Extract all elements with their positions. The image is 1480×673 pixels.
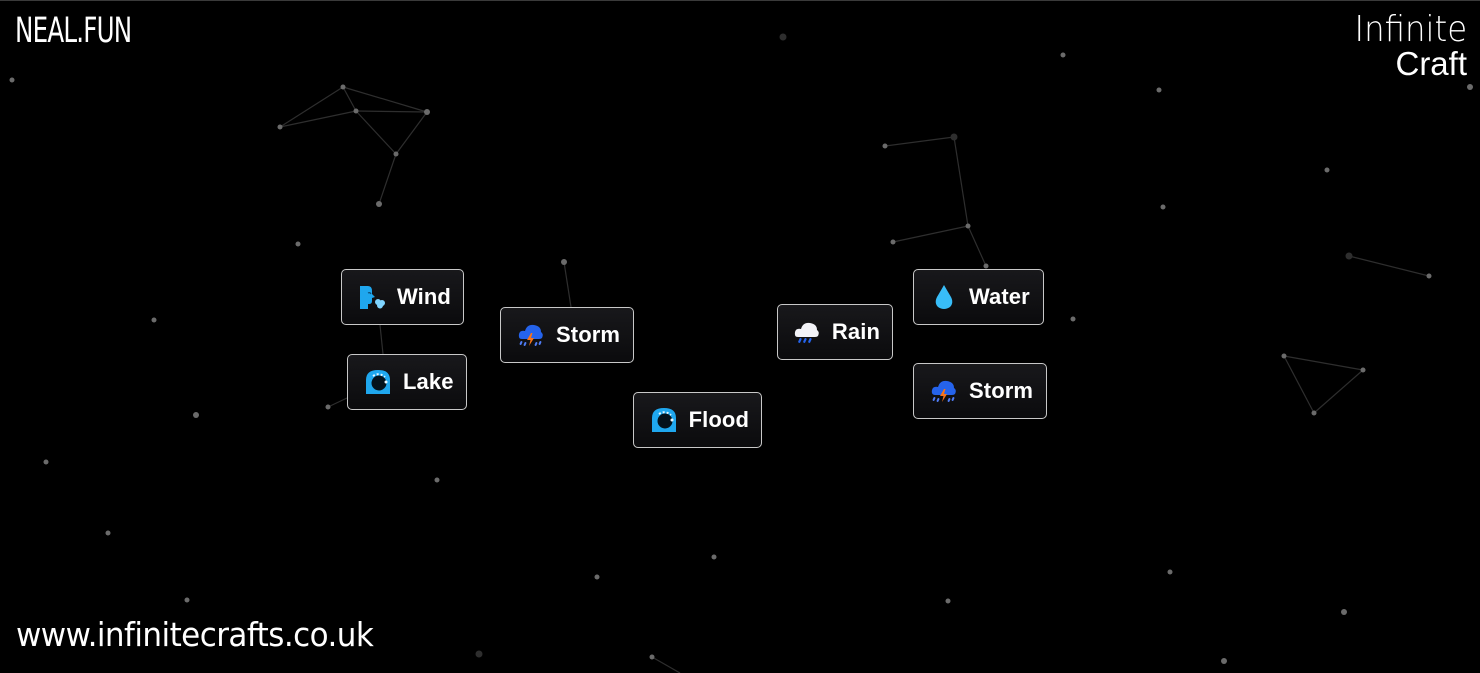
canvas-item-flood[interactable]: Flood <box>633 392 762 448</box>
item-label: Water <box>969 284 1030 309</box>
item-label: Storm <box>969 378 1034 403</box>
water-wave-icon <box>649 405 679 435</box>
item-label: Storm <box>556 322 621 347</box>
water-wave-icon <box>363 367 393 397</box>
canvas-item-lake[interactable]: Lake <box>347 354 467 410</box>
infinite-craft-logo: Infinite Craft <box>1342 9 1467 82</box>
item-label: Flood <box>688 407 749 432</box>
canvas-item-storm[interactable]: Storm <box>913 363 1047 419</box>
canvas-item-wind[interactable]: Wind <box>341 269 464 325</box>
top-border <box>0 0 1480 1</box>
storm-cloud-icon <box>929 376 959 406</box>
droplet-icon <box>929 282 959 312</box>
item-label: Wind <box>397 284 451 309</box>
wind-face-icon <box>357 282 387 312</box>
canvas-item-storm[interactable]: Storm <box>500 307 634 363</box>
rain-cloud-icon <box>793 317 822 347</box>
item-label: Lake <box>403 369 454 394</box>
stars <box>9 33 1473 664</box>
logo-line-infinite: Infinite <box>1354 9 1467 50</box>
constellation-lines <box>279 86 1430 673</box>
site-watermark: www.infinitecrafts.co.uk <box>16 615 374 654</box>
canvas-item-rain[interactable]: Rain <box>777 304 893 360</box>
logo-line-craft: Craft <box>1395 45 1467 82</box>
item-label: Rain <box>831 319 880 344</box>
neal-fun-logo[interactable]: NEAL.FUN <box>15 11 132 51</box>
storm-cloud-icon <box>516 320 546 350</box>
canvas-item-water[interactable]: Water <box>913 269 1044 325</box>
